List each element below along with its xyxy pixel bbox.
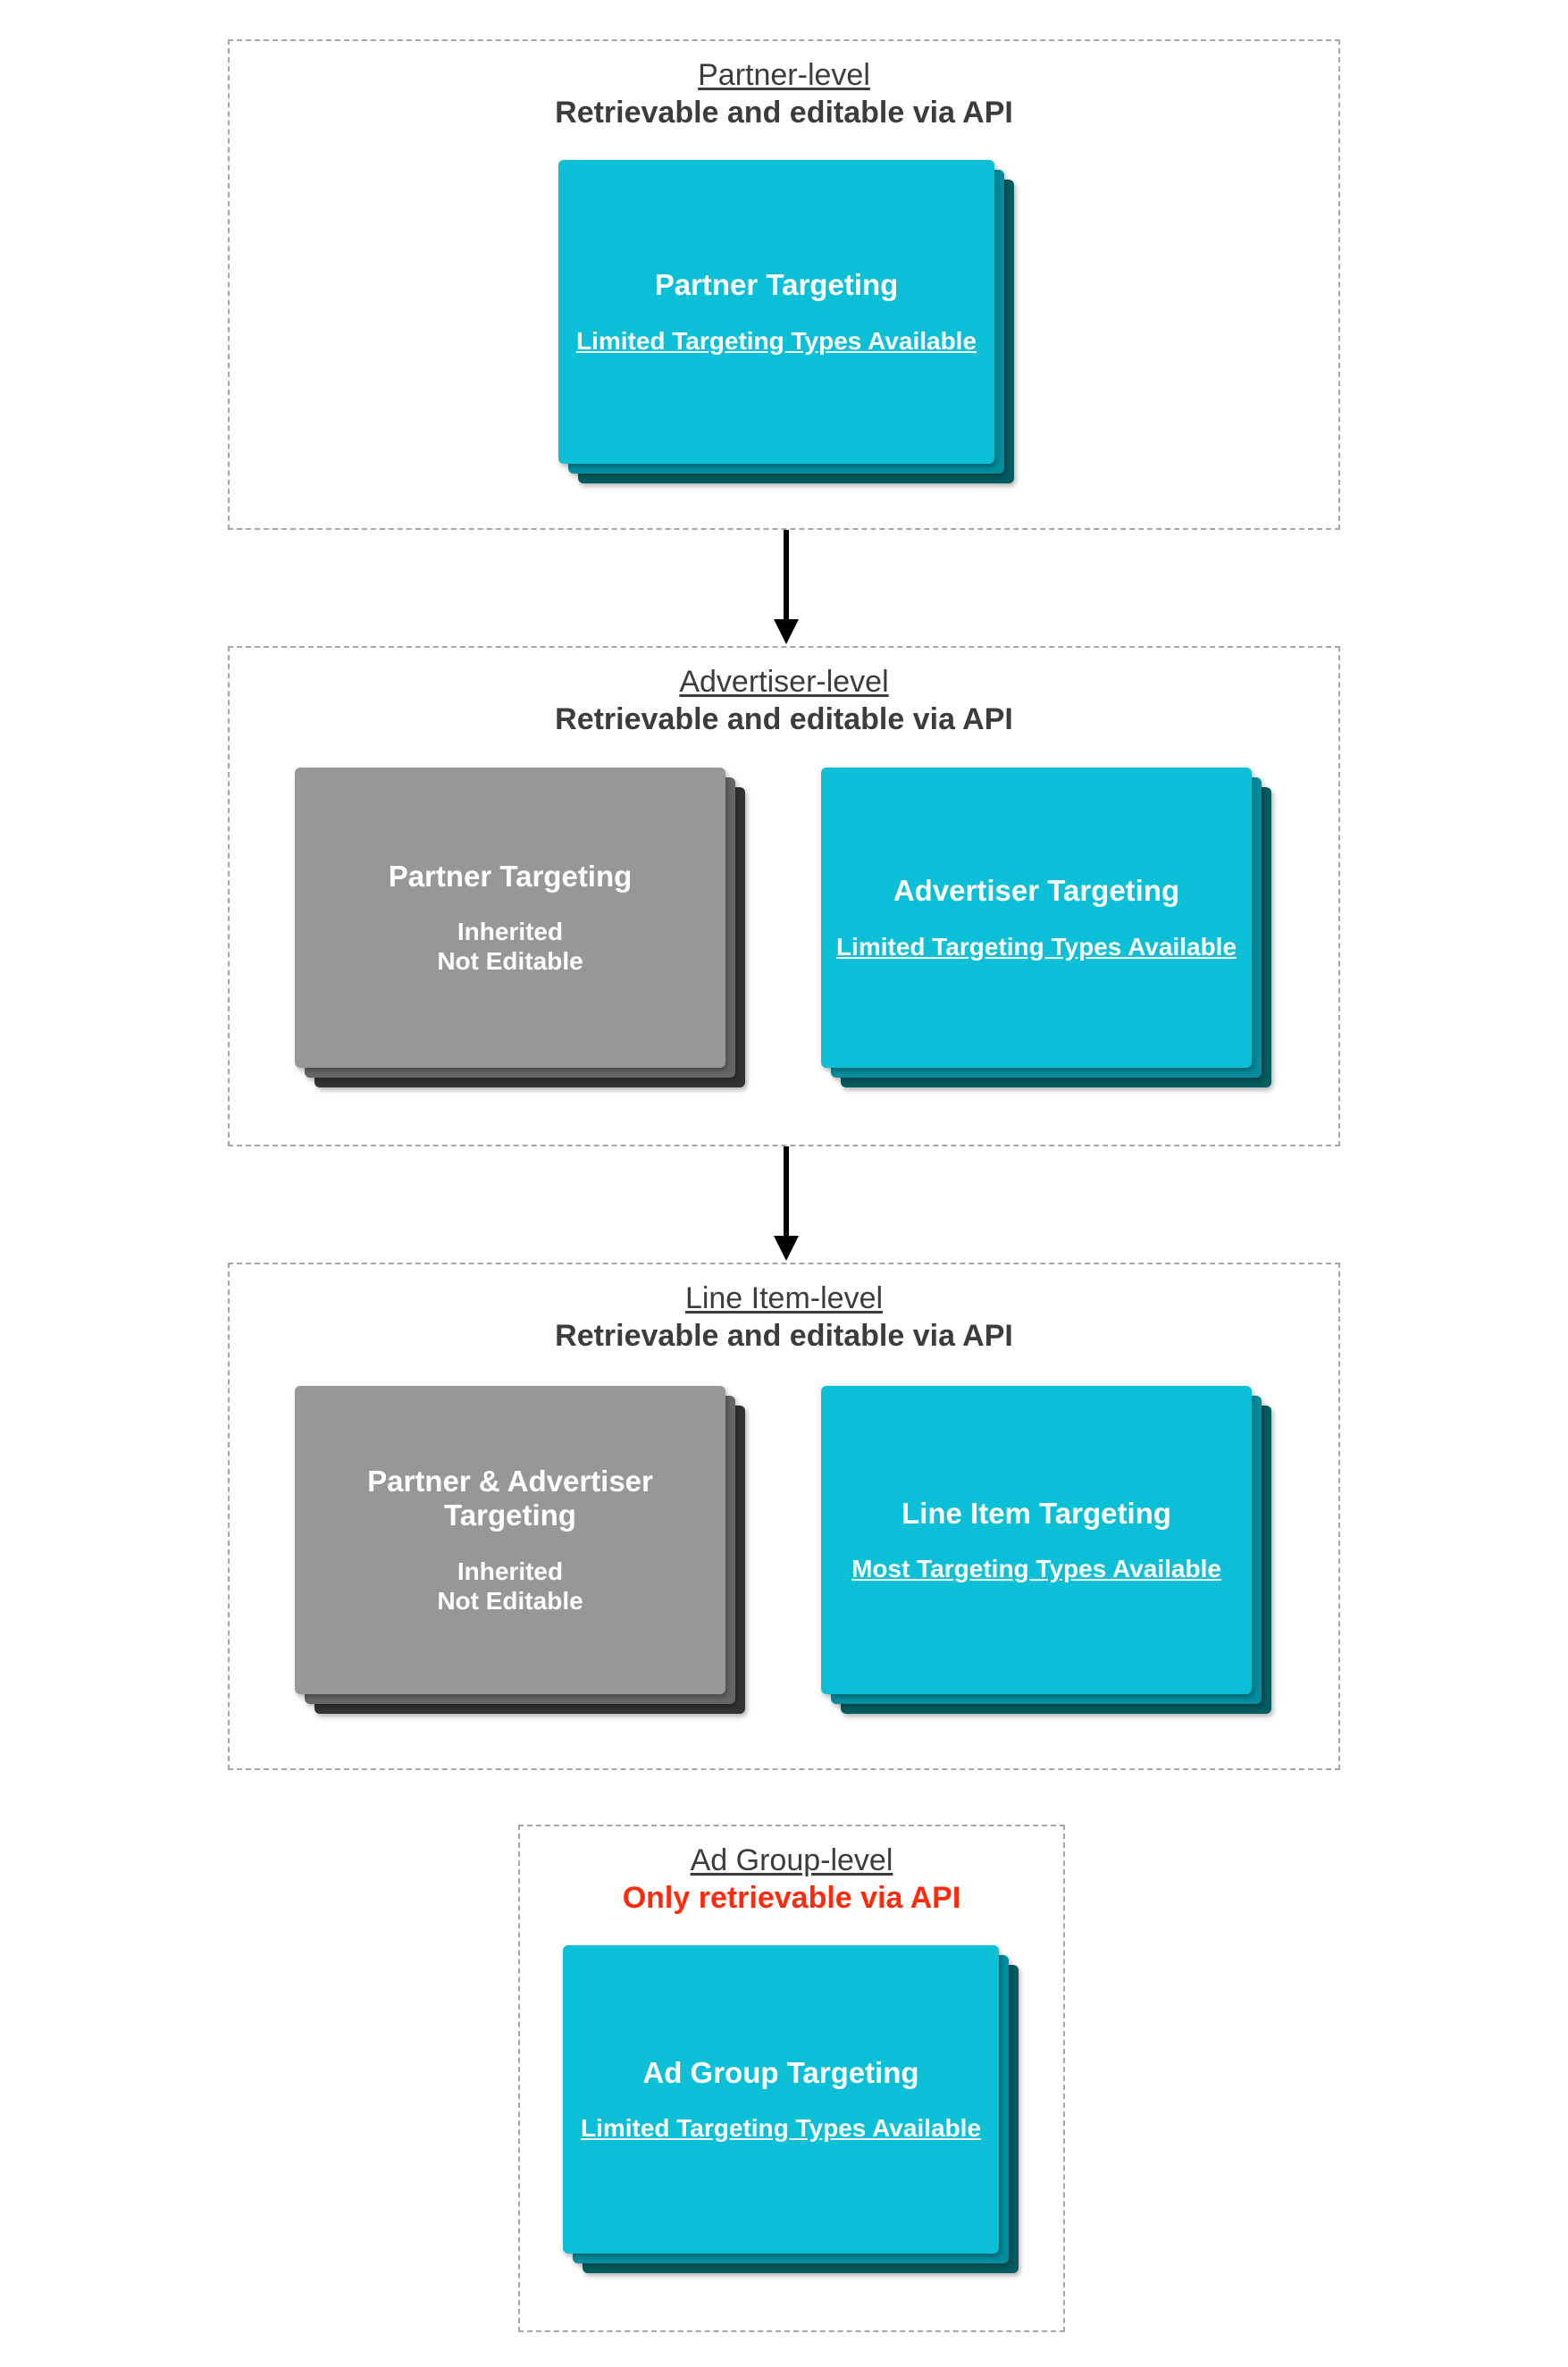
card-subtitle: Limited Targeting Types Available [580,2114,982,2143]
level-box-ad-group: Ad Group-level Only retrievable via API … [518,1825,1065,2332]
arrow-partner-to-advertiser [774,530,799,644]
level-heading-line-item: Line Item-level Retrievable and editable… [230,1280,1338,1355]
card-subtitle: Most Targeting Types Available [851,1555,1221,1583]
card-stack-partner-targeting: Partner Targeting Limited Targeting Type… [558,160,1032,499]
card-subtitle: Limited Targeting Types Available [575,326,977,355]
card-ad-group-targeting[interactable]: Ad Group Targeting Limited Targeting Typ… [563,1945,999,2254]
card-partner-targeting[interactable]: Partner Targeting Limited Targeting Type… [558,160,994,464]
level-subtitle-line-item: Retrievable and editable via API [555,1319,1013,1354]
card-title: Partner & Advertiser Targeting [367,1465,653,1532]
card-stack-inherited-partner-targeting: Partner Targeting Inherited Not Editable [295,768,768,1105]
card-inherited-partner-advertiser-targeting[interactable]: Partner & Advertiser Targeting Inherited… [295,1386,725,1694]
arrow-advertiser-to-line-item [774,1146,799,1261]
level-box-line-item: Line Item-level Retrievable and editable… [228,1263,1340,1770]
card-inherited-partner-targeting[interactable]: Partner Targeting Inherited Not Editable [295,768,725,1068]
card-title: Partner Targeting [654,268,899,302]
card-stack-inherited-partner-advertiser-targeting: Partner & Advertiser Targeting Inherited… [295,1386,768,1733]
level-box-partner: Partner-level Retrievable and editable v… [228,39,1340,530]
card-line-item-targeting[interactable]: Line Item Targeting Most Targeting Types… [821,1386,1252,1694]
card-title: Advertiser Targeting [893,874,1180,908]
card-subtitle: Limited Targeting Types Available [835,932,1237,961]
card-subtitle: Inherited Not Editable [437,1557,583,1615]
card-subtitle: Inherited Not Editable [437,918,583,976]
level-box-advertiser: Advertiser-level Retrievable and editabl… [228,646,1340,1146]
card-stack-line-item-targeting: Line Item Targeting Most Targeting Types… [821,1386,1295,1733]
level-title-line-item: Line Item-level [684,1281,884,1315]
card-title: Ad Group Targeting [642,2055,919,2089]
level-title-ad-group: Ad Group-level [690,1843,893,1877]
level-subtitle-advertiser: Retrievable and editable via API [555,702,1013,737]
card-title: Line Item Targeting [901,1496,1171,1530]
card-title: Partner Targeting [388,859,633,893]
card-stack-ad-group-targeting: Ad Group Targeting Limited Targeting Typ… [563,1945,1036,2292]
card-stack-advertiser-targeting: Advertiser Targeting Limited Targeting T… [821,768,1295,1105]
level-heading-advertiser: Advertiser-level Retrievable and editabl… [230,664,1338,738]
level-heading-ad-group: Ad Group-level Only retrievable via API [520,1842,1063,1917]
level-title-partner: Partner-level [698,58,870,92]
card-advertiser-targeting[interactable]: Advertiser Targeting Limited Targeting T… [821,768,1252,1068]
level-heading-partner: Partner-level Retrievable and editable v… [230,57,1338,131]
level-subtitle-partner: Retrievable and editable via API [555,96,1013,130]
level-title-advertiser: Advertiser-level [679,665,889,699]
level-subtitle-ad-group: Only retrievable via API [622,1881,961,1916]
